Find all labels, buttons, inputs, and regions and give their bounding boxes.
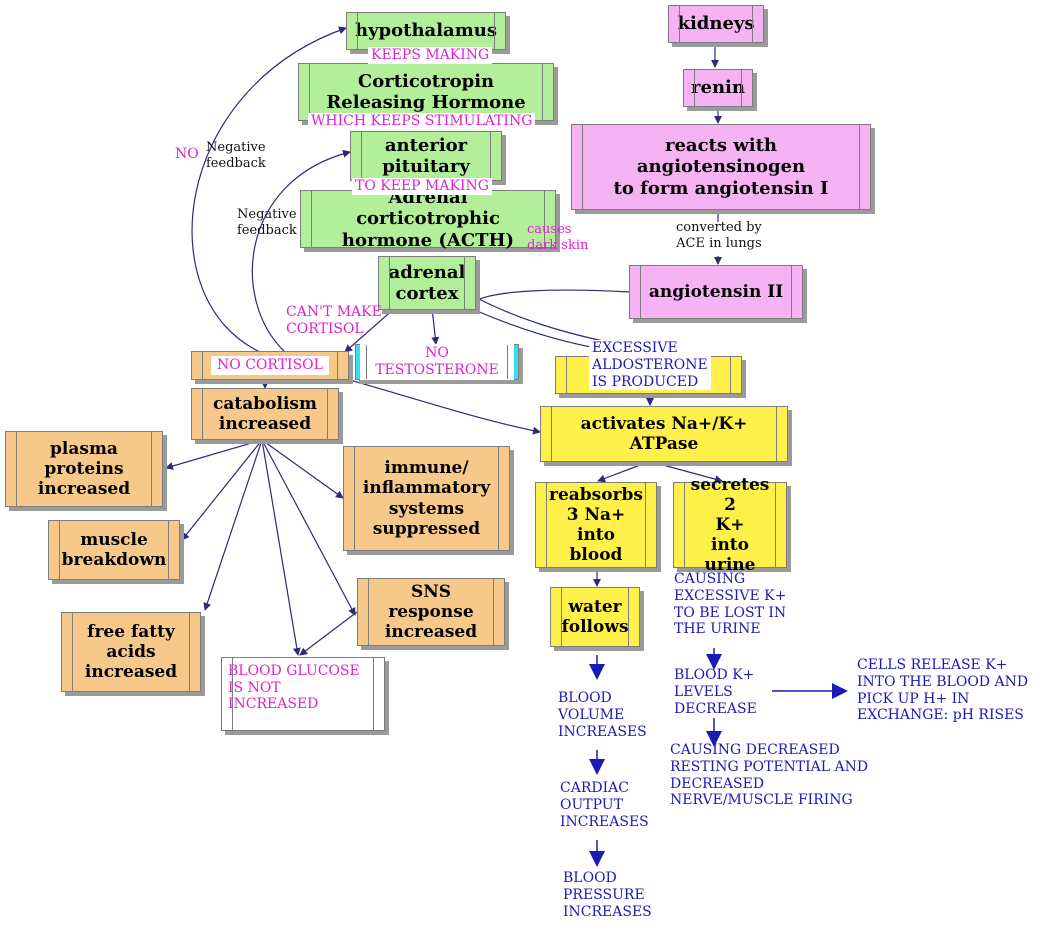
no-label: NO: [175, 146, 199, 162]
acth-text: Adrenal corticotrophic hormone (ACTH): [341, 187, 515, 251]
muscle-breakdown-node: muscle breakdown: [48, 520, 180, 580]
secretes-node: secretes 2 K+ into urine: [673, 475, 787, 575]
causing-excessive-k-label: CAUSING EXCESSIVE K+ TO BE LOST IN THE U…: [674, 571, 787, 638]
arrow-catabolism-to-ffa: [203, 439, 263, 611]
renin-node: renin: [683, 69, 753, 107]
negative-feedback-label-2: Negative feedback: [237, 207, 297, 238]
arrow-catabolism-to-immune: [261, 439, 344, 499]
causing-decreased-label: CAUSING DECREASED RESTING POTENTIAL AND …: [670, 742, 869, 809]
blood-pressure-label: BLOOD PRESSURE INCREASES: [563, 870, 652, 920]
adrenal-cortex-node: adrenal cortex: [378, 256, 476, 310]
arrow-sns-to-glucose: [299, 611, 358, 656]
arrow-atpase-to-secretes: [651, 461, 723, 484]
arrow-cortex-to-nocortisol: [344, 307, 396, 353]
no-testosterone-text: NO TESTOSTERONE: [360, 344, 514, 380]
converted-by-ace-label: converted by ACE in lungs: [676, 220, 762, 251]
which-keeps-stimulating-label: WHICH KEEPS STIMULATING: [308, 113, 536, 130]
negative-feedback-label-1: Negative feedback: [206, 140, 266, 171]
catabolism-node: catabolism increased: [191, 388, 339, 440]
no-cortisol-text: NO CORTISOL: [211, 356, 329, 375]
atpase-text: activates Na+/K+ ATPase: [580, 413, 748, 454]
acth-node: Adrenal corticotrophic hormone (ACTH): [300, 187, 556, 251]
arrow-catabolism-to-glucose: [261, 439, 301, 656]
feedback-arrow-pituitary: [251, 149, 351, 353]
crh-text: Corticotropin Releasing Hormone: [326, 70, 526, 113]
blood-glucose-text: BLOOD GLUCOSE IS NOT INCREASED: [228, 663, 360, 713]
reabsorbs-text: reabsorbs 3 Na+ into blood: [549, 484, 643, 566]
crh-node: Corticotropin Releasing Hormone: [298, 63, 554, 121]
cells-release-k-label: CELLS RELEASE K+ INTO THE BLOOD AND PICK…: [857, 657, 1029, 724]
water-follows-text: water follows: [561, 596, 629, 637]
secretes-text: secretes 2 K+ into urine: [690, 474, 770, 576]
muscle-breakdown-text: muscle breakdown: [61, 529, 167, 570]
angiotensinogen-node: reacts with angiotensinogen to form angi…: [571, 124, 871, 210]
kidneys-text: kidneys: [677, 13, 755, 35]
plasma-proteins-node: plasma proteins increased: [5, 431, 163, 507]
cardiac-output-label: CARDIAC OUTPUT INCREASES: [560, 780, 649, 830]
adrenal-cortex-text: adrenal cortex: [388, 261, 466, 304]
sns-response-node: SNS response increased: [357, 578, 505, 646]
anterior-pituitary-text: anterior pituitary: [382, 134, 470, 177]
cant-make-cortisol-label: CAN'T MAKE CORTISOL: [286, 304, 382, 337]
free-fatty-acids-node: free fatty acids increased: [61, 612, 201, 692]
immune-node: immune/ inflammatory systems suppressed: [343, 446, 510, 551]
blood-volume-label: BLOOD VOLUME INCREASES: [558, 690, 647, 740]
blood-glucose-node: BLOOD GLUCOSE IS NOT INCREASED: [221, 657, 385, 731]
atpase-node: activates Na+/K+ ATPase: [540, 406, 788, 462]
line-angiotensin-to-cortex: [476, 289, 631, 301]
anterior-pituitary-node: anterior pituitary: [350, 131, 502, 181]
hypothalamus-text: hypothalamus: [355, 20, 497, 42]
hypothalamus-node: hypothalamus: [346, 12, 506, 50]
arrow-catabolism-to-sns: [261, 439, 356, 616]
water-follows-node: water follows: [550, 587, 640, 647]
renin-text: renin: [691, 77, 745, 99]
no-cortisol-node: NO CORTISOL: [191, 351, 349, 380]
arrow-nocortisol-to-atpase: [349, 379, 541, 435]
angiotensin-ii-text: angiotensin II: [648, 281, 784, 302]
immune-text: immune/ inflammatory systems suppressed: [362, 458, 491, 539]
arrow-atpase-to-reabsorbs: [597, 461, 649, 483]
arrow-cortex-to-notestosterone: [431, 307, 440, 345]
arrow-catabolism-to-plasma: [165, 439, 263, 470]
kidneys-node: kidneys: [668, 5, 764, 43]
to-keep-making-label: TO KEEP MAKING: [352, 178, 492, 195]
blood-k-levels-label: BLOOD K+ LEVELS DECREASE: [674, 667, 757, 717]
arrow-catabolism-to-muscle: [181, 439, 263, 541]
sns-response-text: SNS response increased: [384, 581, 478, 643]
reabsorbs-node: reabsorbs 3 Na+ into blood: [535, 482, 657, 568]
keeps-making-label: KEEPS MAKING: [368, 47, 493, 64]
aldosterone-text: EXCESSIVE ALDOSTERONE IS PRODUCED: [589, 340, 711, 391]
catabolism-text: catabolism increased: [213, 393, 317, 434]
angiotensinogen-text: reacts with angiotensinogen to form angi…: [613, 135, 829, 199]
no-testosterone-node: NO TESTOSTERONE: [355, 344, 519, 380]
causes-dark-skin-label: causes dark skin: [527, 222, 589, 253]
feedback-arrow-hypothalamus: [191, 26, 347, 353]
free-fatty-acids-text: free fatty acids increased: [84, 621, 178, 683]
angiotensin-ii-node: angiotensin II: [629, 265, 803, 319]
plasma-proteins-text: plasma proteins increased: [37, 438, 131, 500]
